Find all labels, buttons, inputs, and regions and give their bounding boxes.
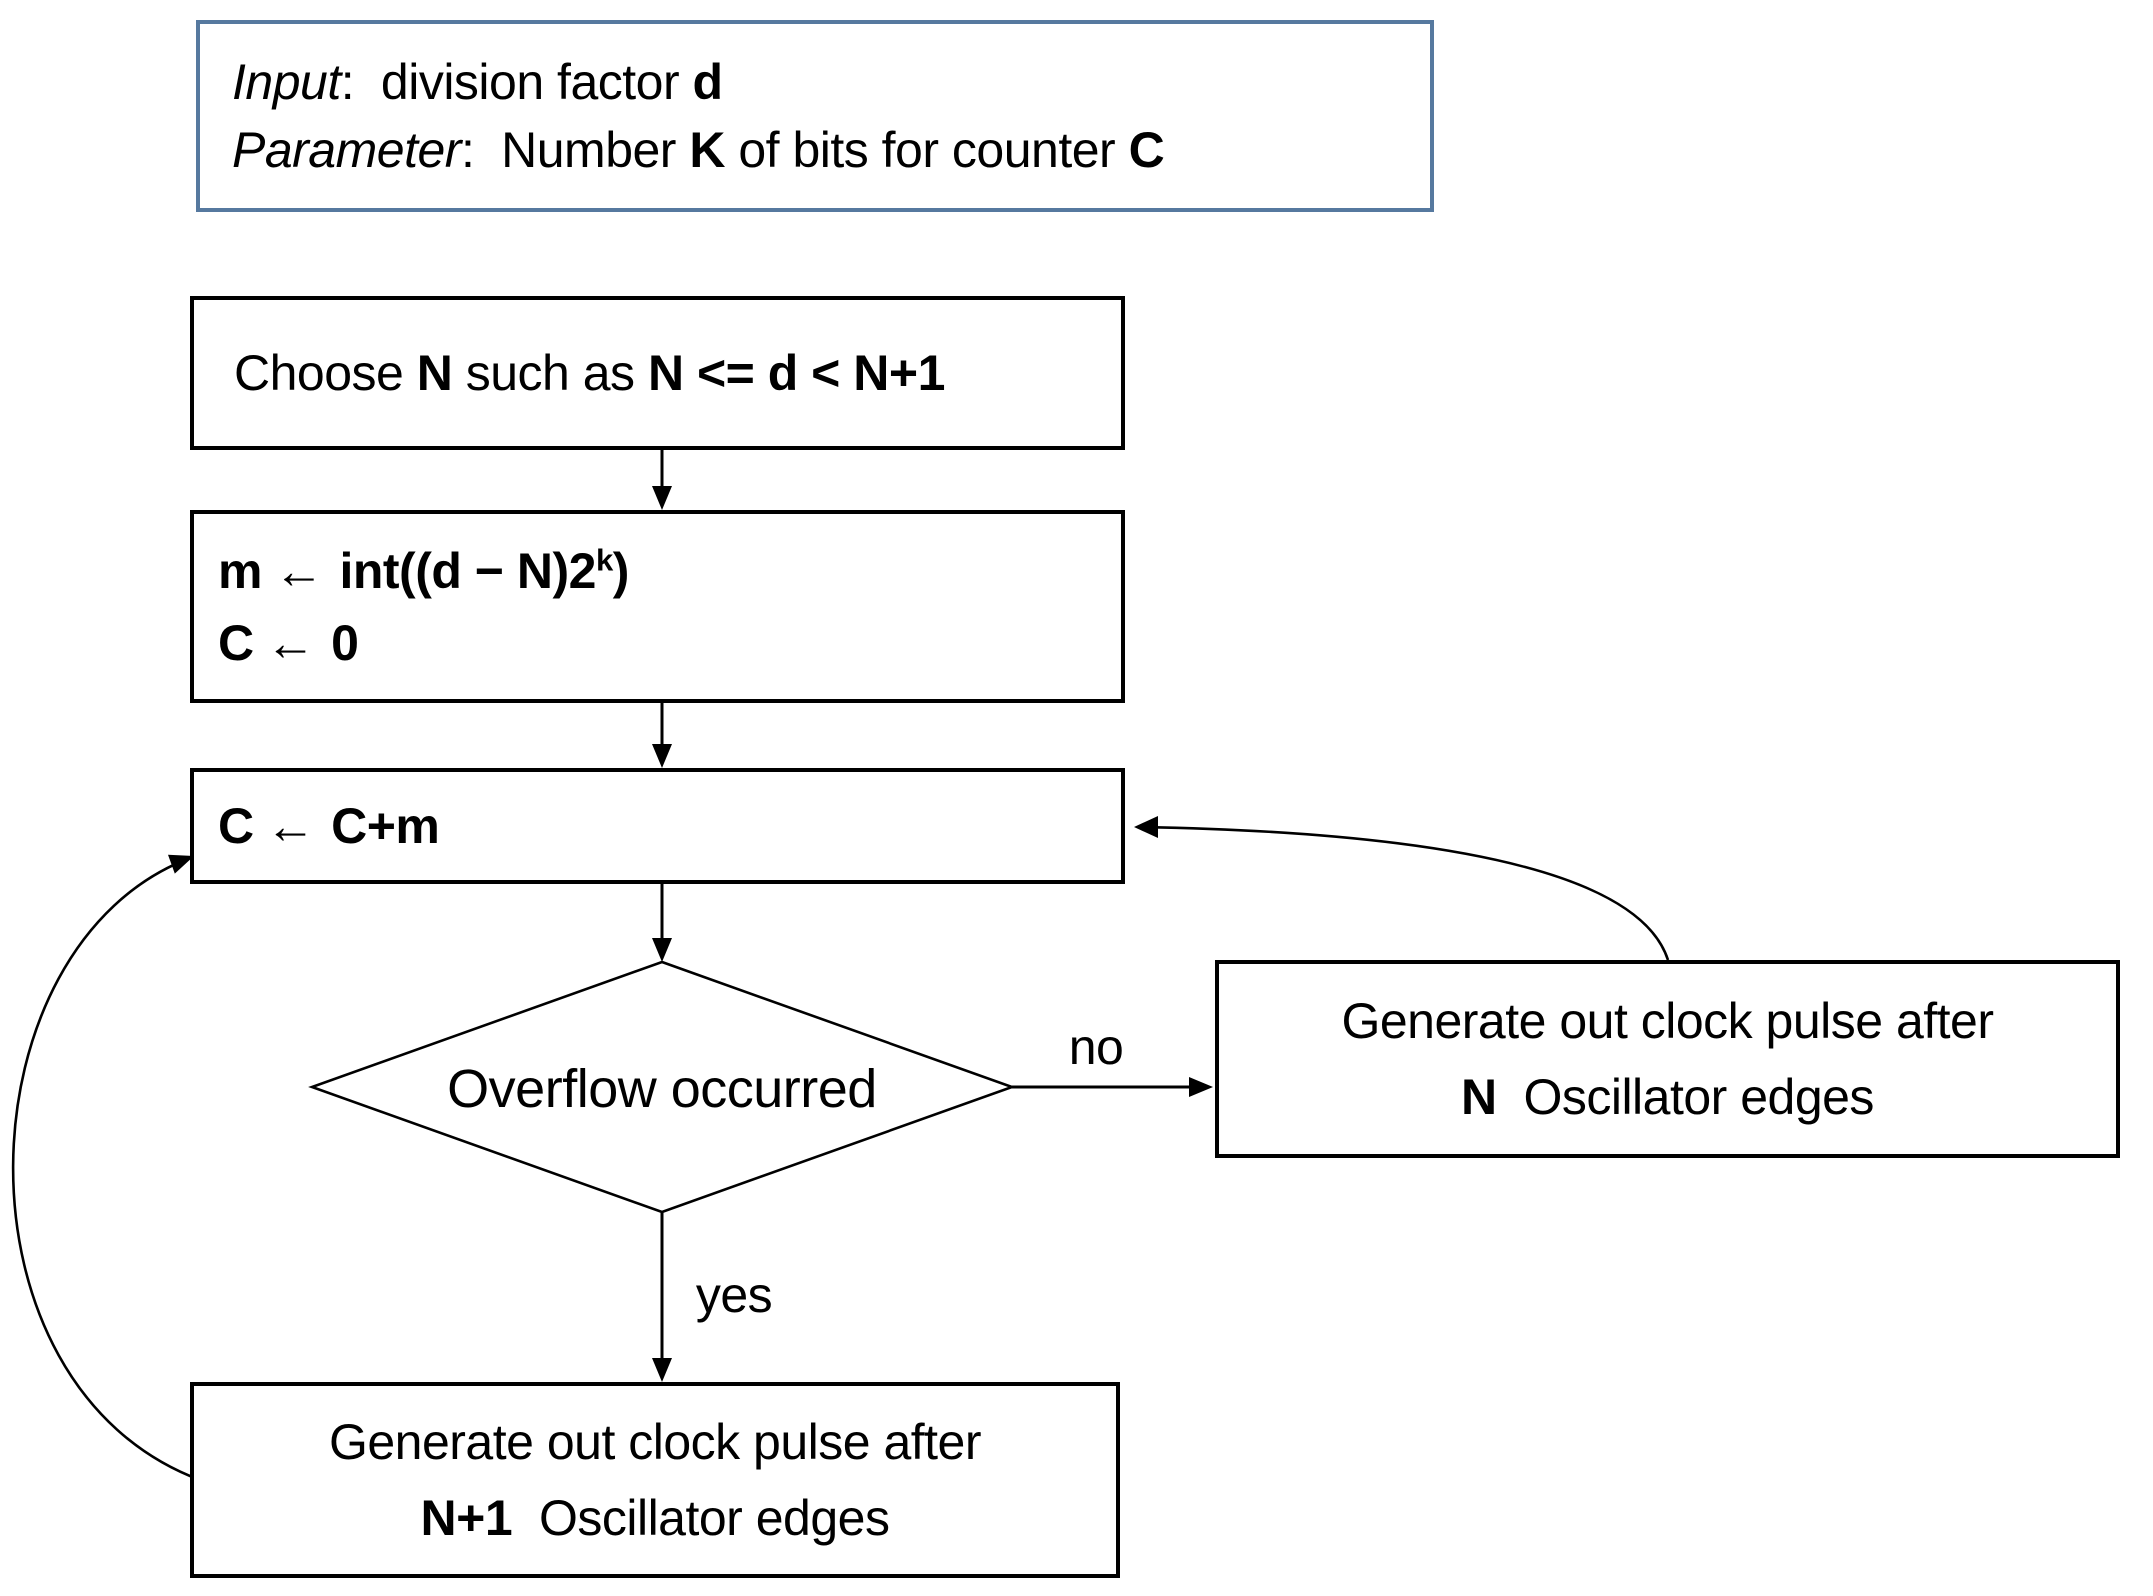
- assign-arrow-icon: ←: [265, 798, 316, 854]
- legend-input-label: Input: [232, 54, 341, 110]
- process-box-pulse-n-plus-1: Generate out clock pulse after N+1 Oscil…: [190, 1382, 1120, 1578]
- legend-input-line: Input: division factor d: [232, 54, 724, 110]
- legend-parameter-variable-k: K: [689, 122, 725, 178]
- assign-arrow-icon: ←: [265, 614, 316, 671]
- pulse-n1-line1: Generate out clock pulse after: [328, 1414, 982, 1470]
- branch-label-yes: yes: [695, 1267, 773, 1323]
- init-c-line: C←0: [218, 614, 359, 671]
- process-box-choose-n: Choose N such as N <= d < N+1: [190, 296, 1125, 450]
- legend-parameter-label: Parameter: [232, 122, 461, 178]
- exponent-k: k: [595, 541, 613, 577]
- legend-input-variable: d: [692, 54, 724, 110]
- process-box-accumulate: C←C+m: [190, 768, 1125, 884]
- branch-label-no: no: [1068, 1019, 1124, 1075]
- arrowhead-init-accumulate: [652, 744, 672, 768]
- process-box-init: m←int((d − N)2k) C←0: [190, 510, 1125, 703]
- legend-parameter-variable-c: C: [1128, 122, 1165, 178]
- connector-loop-left: [11, 856, 201, 1482]
- choose-n-text: Choose N such as N <= d < N+1: [234, 345, 945, 401]
- arrowhead-loop-right: [1134, 816, 1158, 838]
- legend-box: Input: division factor d Parameter: Numb…: [196, 20, 1434, 212]
- legend-parameter-line: Parameter: Number K of bits for counter …: [232, 122, 1165, 178]
- arrowhead-loop-left: [168, 854, 194, 874]
- connector-loop-right: [1141, 825, 1670, 961]
- init-m-line: m←int((d − N)2k): [218, 541, 629, 599]
- arrowhead-no-branch: [1189, 1077, 1213, 1097]
- arrowhead-yes-branch: [652, 1358, 672, 1382]
- pulse-n-line1: Generate out clock pulse after: [1341, 993, 1994, 1049]
- arrowhead-accumulate-decision: [652, 938, 672, 962]
- arrowhead-choose-init: [652, 486, 672, 510]
- pulse-n-line2: N Oscillator edges: [1461, 1069, 1874, 1125]
- decision-label: Overflow occurred: [447, 1059, 877, 1119]
- pulse-n1-line2: N+1 Oscillator edges: [420, 1490, 890, 1546]
- accumulate-text: C←C+m: [218, 798, 440, 854]
- process-box-pulse-n: Generate out clock pulse after N Oscilla…: [1215, 960, 2120, 1158]
- assign-arrow-icon: ←: [273, 542, 324, 599]
